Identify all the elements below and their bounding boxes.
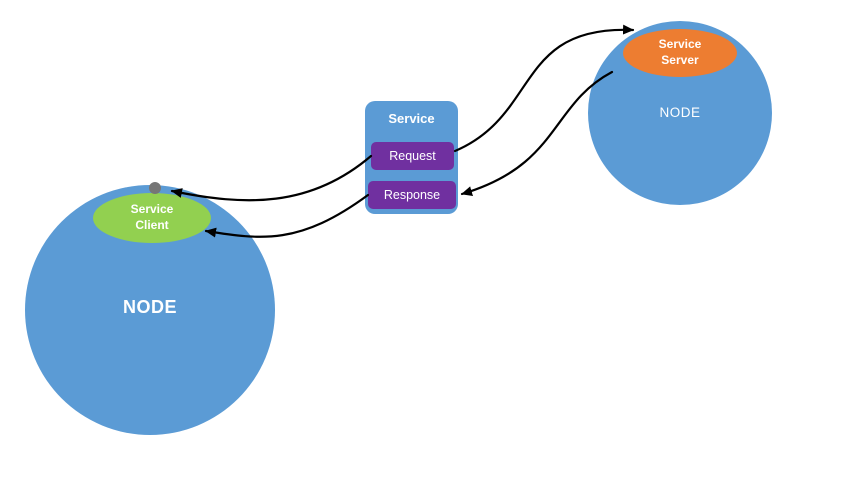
service-title: Service [388,111,435,126]
connection-dot [149,182,161,194]
response-box: Response [368,181,456,209]
request-box: Request [371,142,454,170]
service-client-label: Service Client [130,202,174,232]
right-node-label: NODE [659,105,701,120]
left-node-label: NODE [122,297,177,317]
arrow-request-to-dot [170,154,373,202]
response-label: Response [383,188,441,202]
service-server-ellipse: Service Server [623,29,737,77]
service-server-label: Service Server [658,37,702,67]
service-client-ellipse: Service Client [93,193,211,243]
request-label: Request [389,149,436,163]
